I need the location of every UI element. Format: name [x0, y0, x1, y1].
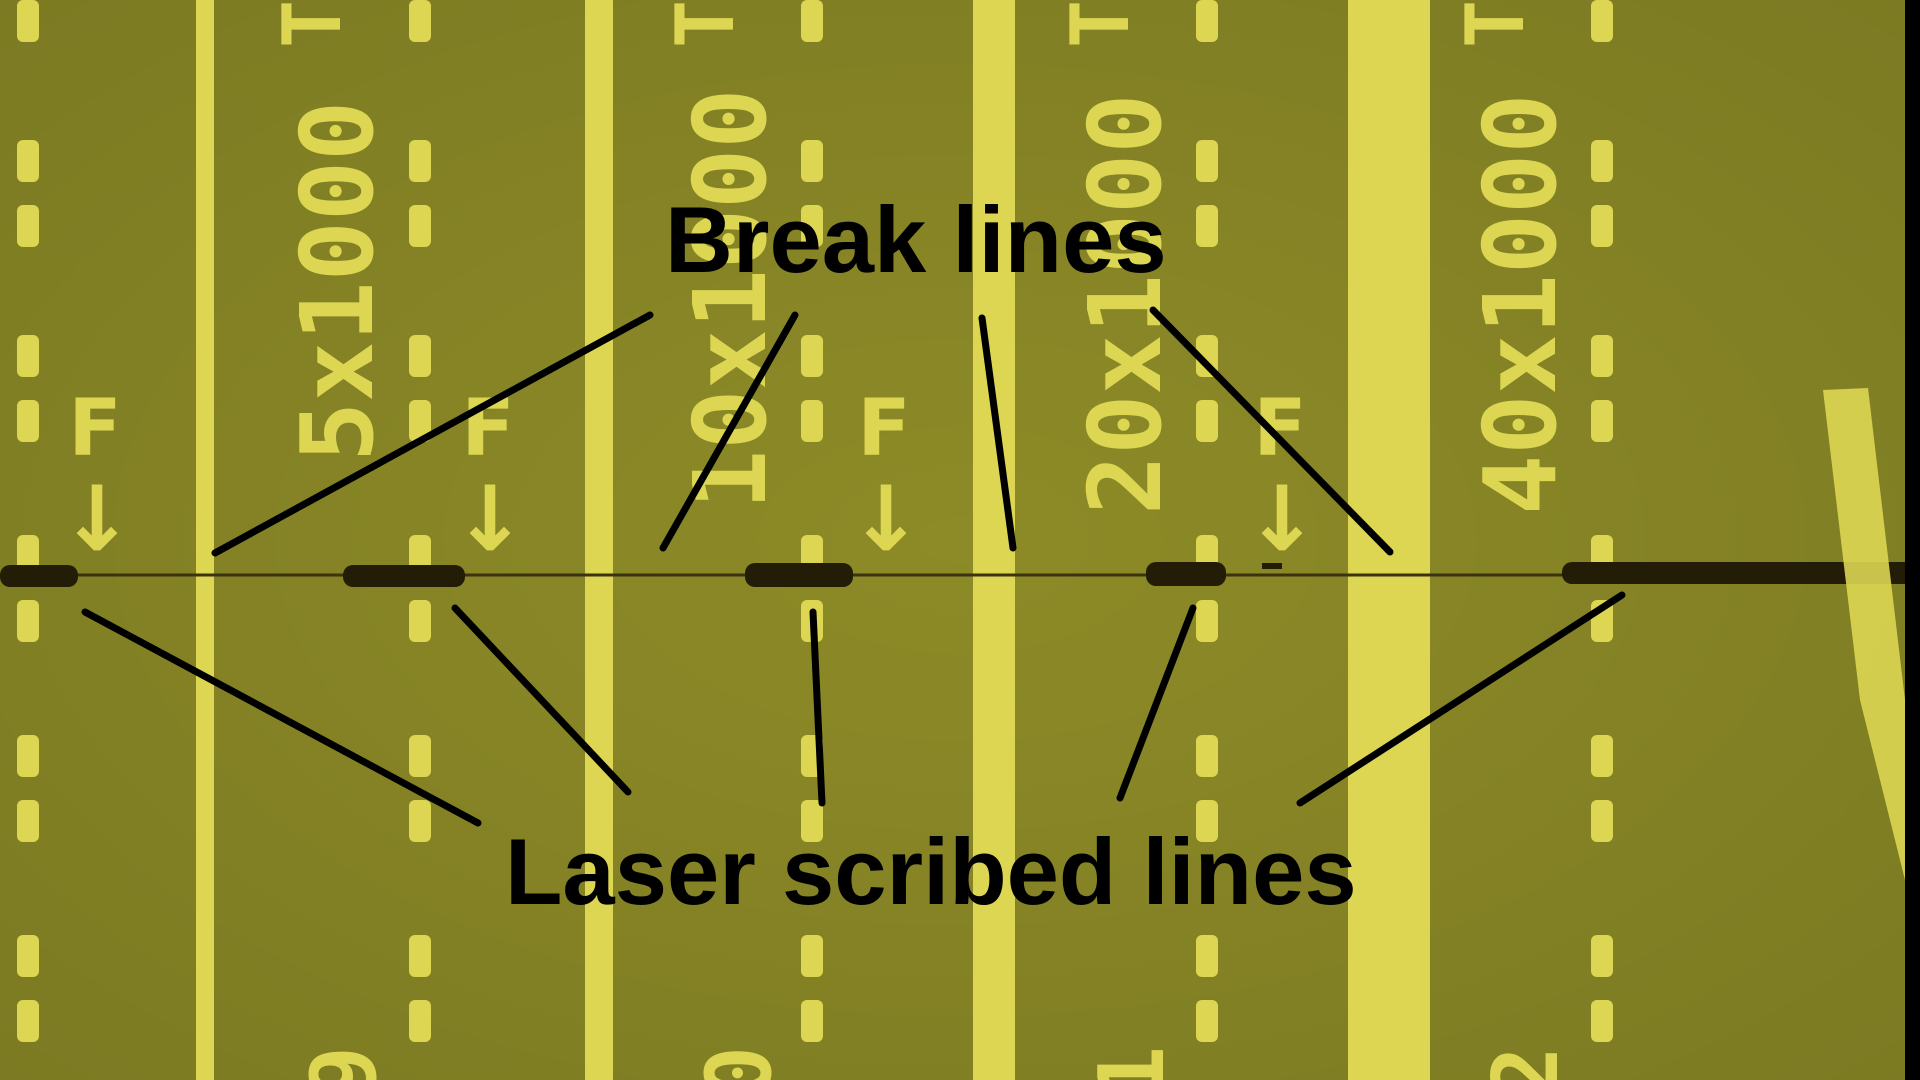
dash-4-3	[1196, 205, 1218, 247]
scribe-speck	[1262, 563, 1282, 569]
top-fragment-1: TF	[266, 0, 359, 48]
scribe-mark-1	[0, 565, 78, 587]
dash-1-2	[17, 140, 39, 182]
break-lines-label: Break lines	[665, 187, 1167, 292]
dash-3-1	[801, 0, 823, 42]
dash-2-7	[409, 600, 431, 642]
top-fragments: TF TF TF TF	[266, 0, 1542, 48]
dash-3-10	[801, 935, 823, 977]
metal-stripe-4	[1348, 0, 1430, 1080]
metal-stripe-2	[585, 0, 613, 1080]
dash-1-5	[17, 400, 39, 442]
dash-4-8	[1196, 735, 1218, 777]
annotation-pointers	[81, 306, 1626, 827]
metal-stripe-3	[973, 0, 1015, 1080]
f-marker-1-letter: F	[68, 384, 121, 474]
dash-2-5	[409, 400, 431, 442]
scribe-pointer-5	[1296, 591, 1626, 807]
dash-4-5	[1196, 400, 1218, 442]
dash-3-11	[801, 1000, 823, 1042]
dash-1-4	[17, 335, 39, 377]
scribe-mark-2	[343, 565, 465, 587]
f-marker-3-arrow: ↓	[848, 467, 923, 572]
dash-4-2	[1196, 140, 1218, 182]
laser-scribe-marks	[0, 562, 1920, 587]
metal-stripes	[196, 0, 1430, 1080]
dash-1-3	[17, 205, 39, 247]
dash-4-10	[1196, 935, 1218, 977]
f-marker-1-arrow: ↓	[59, 467, 134, 572]
f-marker-2-letter: F	[461, 384, 514, 474]
dash-2-3	[409, 205, 431, 247]
top-fragment-2: TF	[659, 0, 752, 48]
top-fragment-3: TF	[1054, 0, 1147, 48]
scribe-pointer-4	[1116, 604, 1197, 802]
die-label-5x1000: 5x1000	[279, 101, 396, 462]
scribe-mark-4	[1146, 562, 1226, 586]
bottom-digits: 9 0 1 2	[292, 1046, 1579, 1080]
dash-2-9	[409, 800, 431, 842]
die-label-40x1000: 40x1000	[1462, 94, 1579, 515]
edge-sliver	[1823, 388, 1905, 880]
dash-5-9	[1591, 800, 1613, 842]
dash-5-3	[1591, 205, 1613, 247]
bottom-digit-4: 2	[1474, 1046, 1579, 1080]
break-pointer-1	[211, 311, 654, 557]
bottom-digit-2: 0	[687, 1046, 792, 1080]
die-labels: 5x1000 10x1000 20x1000 40x1000	[279, 89, 1579, 515]
dash-1-7	[17, 600, 39, 642]
scribe-pointer-3	[809, 608, 826, 807]
dash-1-8	[17, 735, 39, 777]
f-marker-2-arrow: ↓	[452, 467, 527, 572]
die-label-10x1000: 10x1000	[672, 89, 789, 510]
f-marker-4-arrow: ↓	[1244, 467, 1319, 572]
f-markers: F ↓ F ↓ F ↓ F ↓	[59, 384, 1319, 572]
bottom-digit-1: 9	[292, 1046, 397, 1080]
break-pointer-4	[1149, 306, 1394, 556]
dash-5-11	[1591, 1000, 1613, 1042]
metal-stripe-1	[196, 0, 214, 1080]
dash-columns	[17, 0, 1613, 1042]
dash-2-1	[409, 0, 431, 42]
dash-2-11	[409, 1000, 431, 1042]
die-label-20x1000: 20x1000	[1067, 94, 1184, 515]
dash-2-2	[409, 140, 431, 182]
bottom-digit-3: 1	[1080, 1046, 1185, 1080]
scribe-mark-5	[1562, 562, 1920, 584]
scribe-pointer-2	[451, 604, 632, 796]
scribe-mark-3	[745, 563, 853, 587]
dash-3-4	[801, 335, 823, 377]
dash-4-7	[1196, 600, 1218, 642]
dash-1-9	[17, 800, 39, 842]
dash-4-9	[1196, 800, 1218, 842]
dash-4-11	[1196, 1000, 1218, 1042]
dash-5-8	[1591, 735, 1613, 777]
break-pointer-3	[978, 314, 1017, 552]
dash-2-8	[409, 735, 431, 777]
dash-3-5	[801, 400, 823, 442]
dash-2-10	[409, 935, 431, 977]
dash-5-10	[1591, 935, 1613, 977]
dash-5-5	[1591, 400, 1613, 442]
dash-5-2	[1591, 140, 1613, 182]
right-border	[1905, 0, 1920, 1080]
scribe-pointer-1	[81, 608, 482, 827]
dash-2-4	[409, 335, 431, 377]
dash-4-1	[1196, 0, 1218, 42]
f-marker-3-letter: F	[857, 384, 910, 474]
top-fragment-4: TF	[1449, 0, 1542, 48]
dash-1-10	[17, 935, 39, 977]
dash-5-1	[1591, 0, 1613, 42]
dash-5-4	[1591, 335, 1613, 377]
dash-1-1	[17, 0, 39, 42]
dash-3-9	[801, 800, 823, 842]
dash-3-2	[801, 140, 823, 182]
laser-scribed-lines-label: Laser scribed lines	[505, 819, 1357, 924]
dash-3-3	[801, 205, 823, 247]
dash-1-11	[17, 1000, 39, 1042]
break-pointer-2	[659, 311, 799, 552]
